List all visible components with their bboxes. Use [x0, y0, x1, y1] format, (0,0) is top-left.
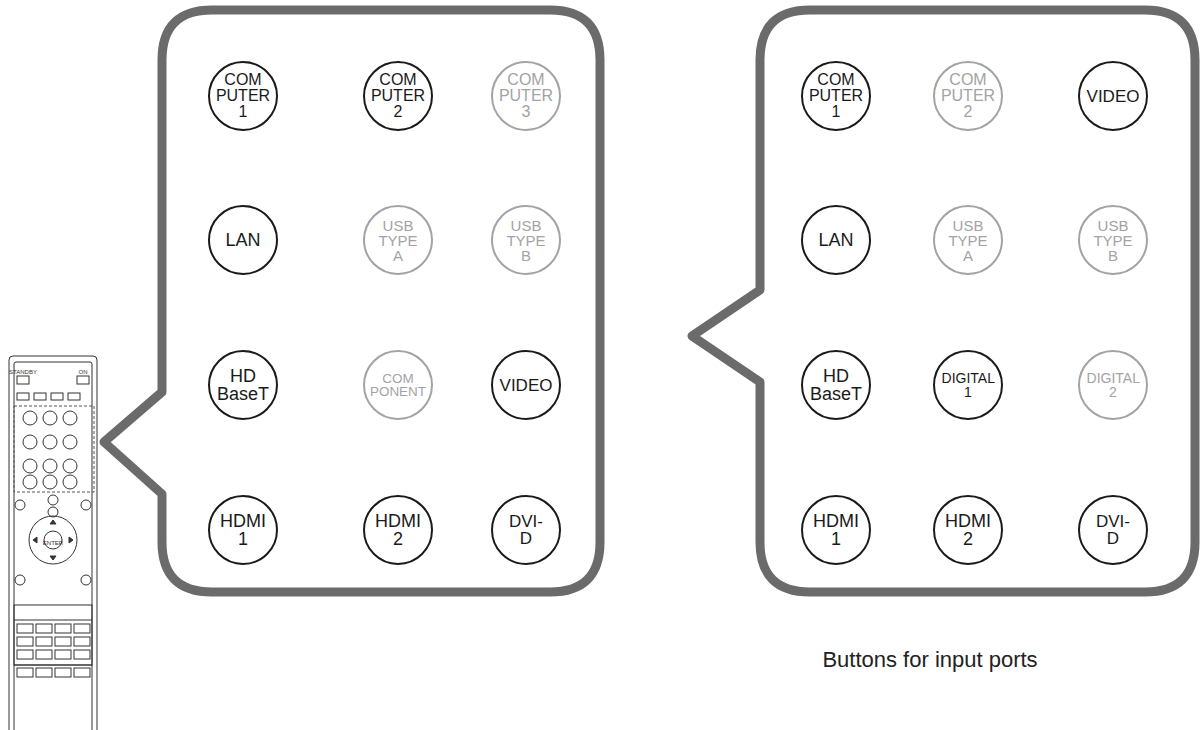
button-label: HDMI 2 [945, 512, 991, 548]
remote-key-label: STANDBY [9, 369, 37, 375]
button-label: COM PUTER 1 [809, 72, 863, 120]
remote-button [17, 624, 33, 633]
input-button: HDMI 2 [933, 495, 1003, 565]
remote-button [48, 495, 58, 505]
input-button: USB TYPE A [933, 205, 1003, 275]
input-button: DIGITAL 1 [933, 350, 1003, 420]
button-label: COM PUTER 1 [216, 72, 270, 120]
remote-button [43, 475, 57, 489]
button-label: USB TYPE B [1093, 218, 1132, 263]
button-label: DIGITAL 1 [942, 371, 995, 399]
remote-button [63, 475, 77, 489]
input-button: COM PONENT [363, 350, 433, 420]
remote-button [15, 500, 25, 510]
remote-button [36, 624, 52, 633]
remote-button [74, 624, 90, 633]
remote-button [63, 459, 77, 473]
remote-control [9, 356, 97, 730]
button-label: VIDEO [1087, 88, 1140, 105]
remote-button [15, 575, 25, 585]
remote-button [63, 411, 77, 425]
button-label: DIGITAL 2 [1087, 371, 1140, 399]
button-label: USB TYPE A [378, 218, 417, 263]
button-label: USB TYPE B [506, 218, 545, 263]
button-label: DVI-D [1096, 513, 1130, 547]
input-button: USB TYPE B [1078, 205, 1148, 275]
button-label: HDMI 1 [813, 512, 859, 548]
remote-button [55, 624, 71, 633]
button-label: COM PUTER 2 [941, 72, 995, 120]
remote-button [43, 411, 57, 425]
button-label: VIDEO [500, 377, 553, 394]
remote-button [17, 637, 33, 646]
remote-key-label: ON [79, 369, 88, 375]
remote-button [36, 637, 52, 646]
input-button: COM PUTER 2 [933, 61, 1003, 131]
button-label: HDMI 1 [220, 512, 266, 548]
input-button: HDMI 2 [363, 495, 433, 565]
remote-button [81, 575, 91, 585]
remote-button [43, 459, 57, 473]
input-button: DIGITAL 2 [1078, 350, 1148, 420]
remote-key-label: ENTER [43, 540, 63, 546]
button-label: HDMI 2 [375, 512, 421, 548]
input-button: HD BaseT [801, 350, 871, 420]
remote-button [23, 411, 37, 425]
input-button: DVI-D [1078, 495, 1148, 565]
remote-button [43, 435, 57, 449]
remote-button [23, 475, 37, 489]
remote-button [55, 637, 71, 646]
remote-button [23, 435, 37, 449]
input-button: COM PUTER 1 [208, 61, 278, 131]
input-button: LAN [801, 205, 871, 275]
remote-button [63, 435, 77, 449]
caption: Buttons for input ports [822, 647, 1037, 673]
input-button: COM PUTER 3 [491, 61, 561, 131]
input-button: HD BaseT [208, 350, 278, 420]
button-label: COM PUTER 2 [371, 72, 425, 120]
remote-button [74, 650, 90, 659]
input-button: USB TYPE B [491, 205, 561, 275]
input-button: HDMI 1 [801, 495, 871, 565]
input-button: COM PUTER 1 [801, 61, 871, 131]
input-button: USB TYPE A [363, 205, 433, 275]
remote-button [17, 650, 33, 659]
input-button: DVI-D [491, 495, 561, 565]
remote-button [36, 650, 52, 659]
remote-button [55, 650, 71, 659]
button-label: COM PONENT [370, 372, 426, 399]
button-label: COM PUTER 3 [499, 72, 553, 120]
callout-bubble [104, 10, 600, 592]
button-label: USB TYPE A [948, 218, 987, 263]
remote-button [23, 459, 37, 473]
input-button: COM PUTER 2 [363, 61, 433, 131]
remote-button [48, 507, 58, 517]
callout-bubble [692, 10, 1195, 592]
button-label: HD BaseT [217, 367, 269, 403]
input-button: HDMI 1 [208, 495, 278, 565]
input-button: LAN [208, 205, 278, 275]
button-label: HD BaseT [810, 367, 862, 403]
button-label: LAN [818, 231, 853, 249]
button-label: DVI-D [509, 513, 543, 547]
remote-button [81, 500, 91, 510]
input-button: VIDEO [1078, 61, 1148, 131]
remote-button [74, 637, 90, 646]
button-label: LAN [225, 231, 260, 249]
input-button: VIDEO [491, 350, 561, 420]
